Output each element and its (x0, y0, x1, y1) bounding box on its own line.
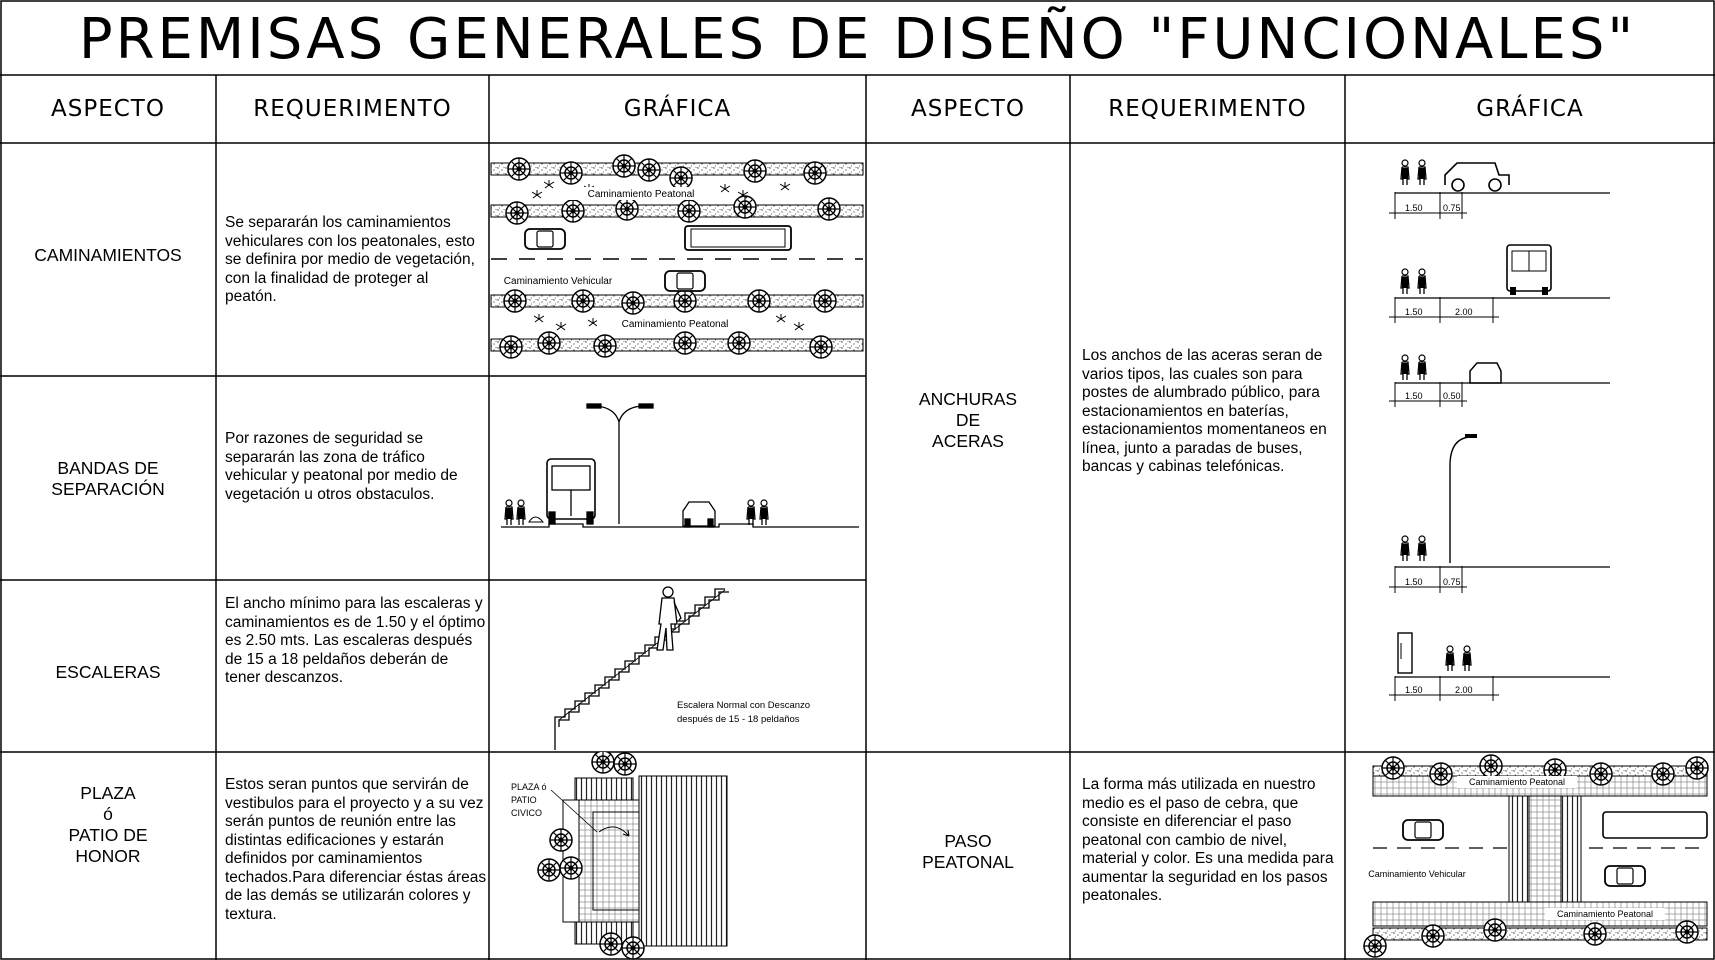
dim-1b: 0.75 (1443, 203, 1461, 213)
dim-4b: 0.75 (1443, 577, 1461, 587)
aspect-anchuras-aceras: ANCHURAS DE ACERAS (866, 389, 1070, 452)
aspect-paso-peatonal: PASO PEATONAL (866, 831, 1070, 873)
plaza-label-line2: PATIO (511, 795, 537, 805)
dim-3b: 0.50 (1443, 391, 1461, 401)
dim-2b: 2.00 (1455, 307, 1473, 317)
header-aspecto-left: ASPECTO (51, 96, 165, 122)
header-requerimiento-right: REQUERIMENTO (1108, 96, 1307, 122)
stair-caption-line1: Escalera Normal con Descanzo (677, 700, 810, 711)
page-title: PREMISAS GENERALES DE DISEÑO "FUNCIONALE… (78, 7, 1637, 72)
graphic-escaleras: Escalera Normal con Descanzo después de … (554, 586, 810, 750)
dim-5b: 2.00 (1455, 685, 1473, 695)
aspect-line: BANDAS DE (57, 458, 159, 478)
label-peatonal-bottom: Caminamiento Peatonal (622, 319, 729, 330)
graphic-paso-peatonal: Caminamiento Peatonal Caminamiento Vehic… (1363, 754, 1709, 958)
graphic-plaza: PLAZA ó PATIO CIVICO (511, 752, 728, 960)
aspect-line: ó (103, 804, 113, 824)
aspect-escaleras: ESCALERAS (55, 662, 161, 682)
req-escaleras: El ancho mínimo para las escaleras y cam… (225, 595, 486, 686)
plaza-label-line3: CIVICO (511, 808, 542, 818)
aspect-line: DE (955, 410, 981, 430)
plaza-label-line1: PLAZA ó (511, 782, 547, 792)
dim-4a: 1.50 (1405, 577, 1423, 587)
dim-5a: 1.50 (1405, 685, 1423, 695)
req-anchuras-aceras: Los anchos de las aceras seran de varios… (1082, 347, 1327, 475)
header-requerimiento-left: REQUERIMENTO (253, 96, 452, 122)
aspect-line: SEPARACIÓN (51, 479, 165, 499)
aspect-line: PEATONAL (922, 852, 1014, 872)
dim-3a: 1.50 (1405, 391, 1423, 401)
header-grafica-right: GRÁFICA (1476, 96, 1584, 122)
graphic-bandas-separacion (501, 403, 859, 528)
aspect-caminamientos: CAMINAMIENTOS (34, 245, 182, 265)
paso-label-top: Caminamiento Peatonal (1469, 777, 1565, 787)
dim-1a: 1.50 (1405, 203, 1423, 213)
req-plaza: Estos seran puntos que servirán de vesti… (225, 776, 487, 923)
dim-2a: 1.50 (1405, 307, 1423, 317)
aspect-bandas-separacion: BANDAS DE SEPARACIÓN (0, 458, 216, 500)
aspect-line: PLAZA (80, 783, 136, 803)
aspect-line: PATIO DE (68, 825, 148, 845)
header-grafica-left: GRÁFICA (623, 96, 732, 122)
aspect-line: ANCHURAS (918, 389, 1018, 409)
aspect-line: PASO (944, 831, 992, 851)
req-paso-peatonal: La forma más utilizada en nuestro medio … (1082, 776, 1334, 904)
req-caminamientos: Se separarán los caminamientos vehicular… (225, 214, 475, 305)
graphic-anchuras-aceras: 1.50 0.75 1.50 2.00 1.50 0.50 (1389, 159, 1610, 701)
req-bandas-separacion: Por razones de seguridad se separarán la… (225, 430, 458, 503)
paso-label-bottom: Caminamiento Peatonal (1557, 909, 1653, 919)
aspect-line: HONOR (75, 846, 141, 866)
header-aspecto-right: ASPECTO (911, 96, 1025, 122)
aspect-plaza: PLAZA ó PATIO DE HONOR (0, 783, 216, 867)
label-vehicular: Caminamiento Vehicular (504, 276, 613, 287)
graphic-caminamientos: Caminamiento Peatonal Caminamiento Vehic… (490, 154, 864, 359)
paso-label-mid: Caminamiento Vehicular (1368, 869, 1466, 879)
aspect-line: ACERAS (932, 431, 1004, 451)
label-peatonal-top: Caminamiento Peatonal (588, 189, 695, 200)
stair-caption-line2: después de 15 - 18 peldaños (677, 714, 800, 725)
